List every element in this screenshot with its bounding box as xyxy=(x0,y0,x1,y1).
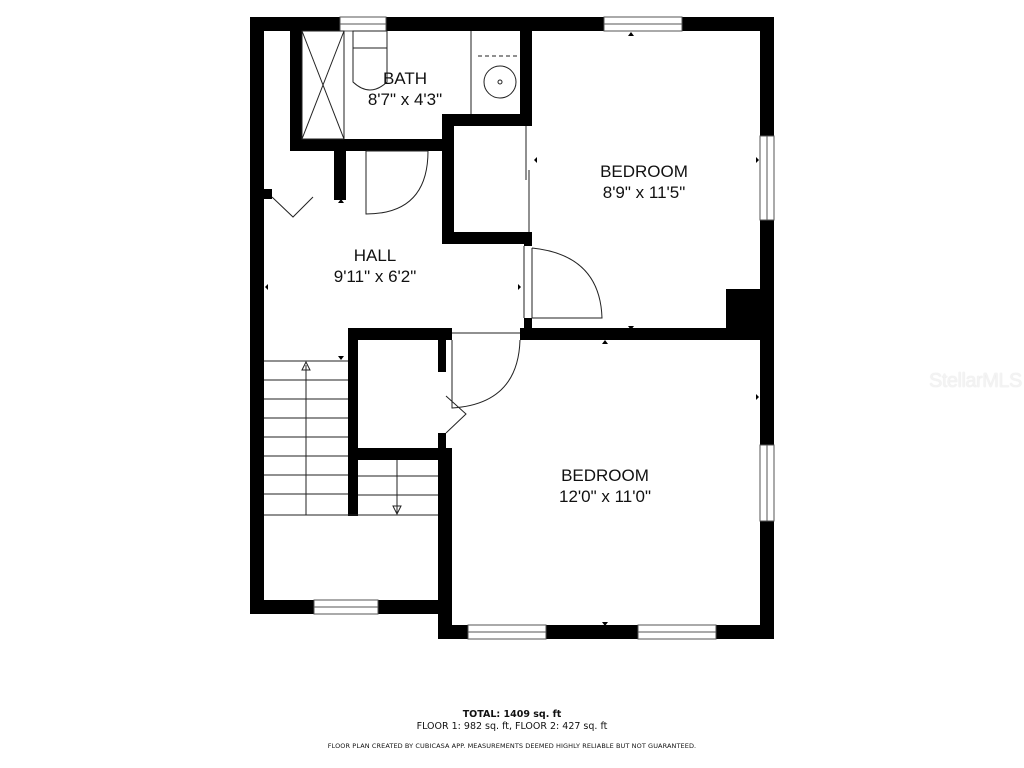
room-name: BEDROOM xyxy=(561,466,649,485)
fixtures xyxy=(264,30,603,516)
floor-areas: FLOOR 1: 982 sq. ft, FLOOR 2: 427 sq. ft xyxy=(416,721,608,732)
watermark: StellarMLS xyxy=(929,370,1022,392)
room-dimensions: 12'0" x 11'0" xyxy=(559,487,651,506)
room-name: BATH xyxy=(382,69,428,88)
total-area: TOTAL: 1409 sq. ft xyxy=(462,709,562,720)
room-name: BEDROOM xyxy=(600,162,688,181)
walls xyxy=(250,17,774,639)
windows xyxy=(313,16,775,640)
room-dimensions: 9'11" x 6'2" xyxy=(333,267,417,286)
room-dimensions: 8'9" x 11'5" xyxy=(602,183,686,202)
room-label-bedroom-2: BEDROOM 12'0" x 11'0" xyxy=(559,465,651,507)
room-label-bath: BATH 8'7" x 4'3" xyxy=(368,68,442,110)
disclaimer: FLOOR PLAN CREATED BY CUBICASA APP. MEAS… xyxy=(327,742,697,750)
room-label-hall: HALL 9'11" x 6'2" xyxy=(334,245,417,287)
room-dimensions: 8'7" x 4'3" xyxy=(367,90,443,109)
dimension-markers xyxy=(265,32,759,626)
room-name: HALL xyxy=(353,246,397,265)
room-label-bedroom-1: BEDROOM 8'9" x 11'5" xyxy=(600,161,688,203)
